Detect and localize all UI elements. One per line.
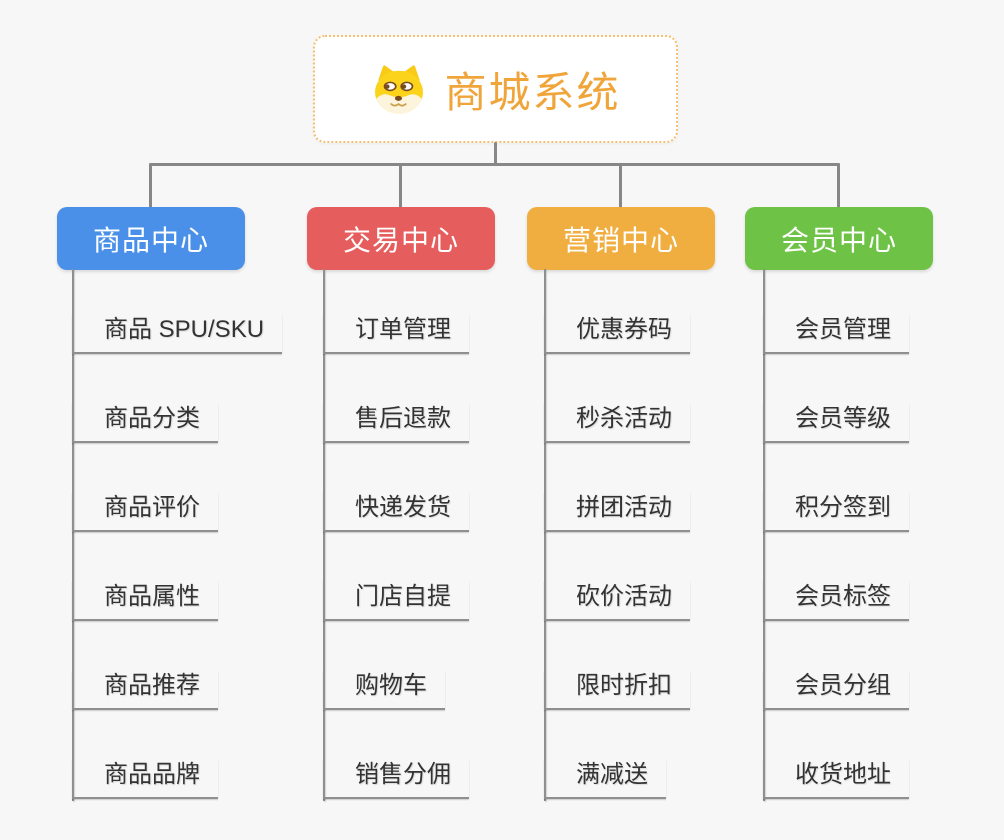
root-title: 商城系统 bbox=[444, 68, 621, 116]
branch-header-trade[interactable]: 交易中心 bbox=[307, 207, 495, 270]
connector-drop-product bbox=[149, 163, 152, 209]
dog-face-icon bbox=[370, 64, 428, 114]
leaf-topic[interactable]: 砍价活动 bbox=[544, 581, 690, 621]
leaf-topic[interactable]: 快递发货 bbox=[323, 492, 469, 532]
leaf-topic[interactable]: 限时折扣 bbox=[544, 670, 690, 710]
leaf-topic[interactable]: 收货地址 bbox=[763, 759, 909, 799]
trunk-line-product bbox=[72, 269, 74, 801]
leaf-topic[interactable]: 积分签到 bbox=[763, 492, 909, 532]
leaf-topic[interactable]: 商品推荐 bbox=[72, 670, 218, 710]
leaf-topic[interactable]: 商品品牌 bbox=[72, 759, 218, 799]
leaf-topic[interactable]: 会员管理 bbox=[763, 314, 909, 354]
leaf-topic[interactable]: 满减送 bbox=[544, 759, 666, 799]
connector-drop-member bbox=[837, 163, 840, 209]
trunk-line-trade bbox=[323, 269, 325, 801]
leaf-topic[interactable]: 会员等级 bbox=[763, 403, 909, 443]
connector-drop-marketing bbox=[619, 163, 622, 209]
leaf-topic[interactable]: 商品属性 bbox=[72, 581, 218, 621]
trunk-line-marketing bbox=[544, 269, 546, 801]
connector-root-stub bbox=[494, 142, 497, 166]
leaf-topic[interactable]: 会员分组 bbox=[763, 670, 909, 710]
leaf-topic[interactable]: 商品 SPU/SKU bbox=[72, 314, 283, 354]
trunk-line-member bbox=[763, 269, 765, 801]
leaf-topic[interactable]: 秒杀活动 bbox=[544, 403, 690, 443]
leaf-topic[interactable]: 售后退款 bbox=[323, 403, 469, 443]
leaf-topic[interactable]: 销售分佣 bbox=[323, 759, 469, 799]
connector-horizontal bbox=[149, 163, 840, 166]
leaf-topic[interactable]: 购物车 bbox=[323, 670, 445, 710]
leaf-topic[interactable]: 门店自提 bbox=[323, 581, 469, 621]
leaf-topic[interactable]: 会员标签 bbox=[763, 581, 909, 621]
leaf-topic[interactable]: 拼团活动 bbox=[544, 492, 690, 532]
root-node[interactable]: 商城系统 bbox=[313, 35, 678, 143]
branch-header-product[interactable]: 商品中心 bbox=[57, 207, 245, 270]
leaf-topic[interactable]: 订单管理 bbox=[323, 314, 469, 354]
branch-header-marketing[interactable]: 营销中心 bbox=[527, 207, 715, 270]
branch-header-member[interactable]: 会员中心 bbox=[745, 207, 933, 270]
leaf-topic[interactable]: 商品分类 bbox=[72, 403, 218, 443]
connector-drop-trade bbox=[399, 163, 402, 209]
leaf-topic[interactable]: 商品评价 bbox=[72, 492, 218, 532]
leaf-topic[interactable]: 优惠券码 bbox=[544, 314, 690, 354]
